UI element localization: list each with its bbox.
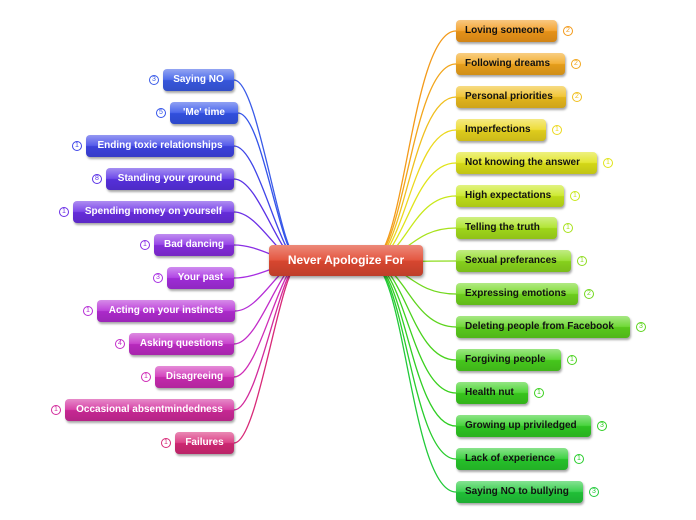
branch-label: High expectations	[465, 190, 552, 201]
branch-node-left-4[interactable]: Standing your ground	[106, 168, 234, 190]
subtopic-count-badge[interactable]: 3	[149, 75, 159, 85]
branch-node-right-12[interactable]: Health nut	[456, 382, 528, 404]
subtopic-count-badge[interactable]: 1	[570, 191, 580, 201]
branch-node-left-11[interactable]: Occasional absentmindedness	[65, 399, 234, 421]
branch-label: Not knowing the answer	[465, 157, 581, 168]
branch-node-left-7[interactable]: Your past	[167, 267, 234, 289]
branch-label: Asking questions	[139, 338, 224, 349]
branch-label: Sexual preferances	[465, 255, 557, 266]
central-topic[interactable]: Never Apologize For	[269, 245, 423, 276]
subtopic-count-badge[interactable]: 2	[572, 92, 582, 102]
branch-node-right-7[interactable]: Telling the truth	[456, 217, 557, 239]
branch-label: Standing your ground	[117, 173, 223, 184]
branch-node-right-14[interactable]: Lack of experience	[456, 448, 568, 470]
subtopic-count-badge[interactable]: 1	[72, 141, 82, 151]
branch-label: Deleting people from Facebook	[465, 321, 614, 332]
branch-label: Personal priorities	[465, 91, 553, 102]
branch-node-right-5[interactable]: Not knowing the answer	[456, 152, 597, 174]
branch-label: Disagreeing	[165, 371, 224, 382]
branch-label: Expressing emotions	[465, 288, 567, 299]
subtopic-count-badge[interactable]: 2	[571, 59, 581, 69]
branch-node-right-3[interactable]: Personal priorities	[456, 86, 566, 108]
subtopic-count-badge[interactable]: 4	[115, 339, 125, 349]
subtopic-count-badge[interactable]: 1	[59, 207, 69, 217]
branch-node-left-10[interactable]: Disagreeing	[155, 366, 234, 388]
branch-label: Saying NO to bullying	[465, 486, 569, 497]
subtopic-count-badge[interactable]: 1	[83, 306, 93, 316]
branch-node-right-1[interactable]: Loving someone	[456, 20, 557, 42]
connector-right-14	[369, 261, 457, 460]
subtopic-count-badge[interactable]: 1	[577, 256, 587, 266]
connector-left-11	[233, 261, 301, 411]
subtopic-count-badge[interactable]: 1	[603, 158, 613, 168]
branch-label: Ending toxic relationships	[97, 140, 223, 151]
branch-label: Loving someone	[465, 25, 545, 36]
subtopic-count-badge[interactable]: 1	[140, 240, 150, 250]
branch-label: Growing up priviledged	[465, 420, 577, 431]
connector-right-13	[369, 261, 457, 427]
connector-right-11	[369, 261, 457, 361]
subtopic-count-badge[interactable]: 1	[574, 454, 584, 464]
branch-label: Following dreams	[465, 58, 551, 69]
branch-label: Bad dancing	[163, 239, 224, 250]
branch-node-left-3[interactable]: Ending toxic relationships	[86, 135, 234, 157]
branch-label: Saying NO	[173, 74, 224, 85]
subtopic-count-badge[interactable]: 1	[141, 372, 151, 382]
subtopic-count-badge[interactable]: 3	[597, 421, 607, 431]
subtopic-count-badge[interactable]: 1	[534, 388, 544, 398]
branch-node-left-6[interactable]: Bad dancing	[154, 234, 234, 256]
subtopic-count-badge[interactable]: 3	[589, 487, 599, 497]
connector-right-3	[369, 96, 457, 263]
subtopic-count-badge[interactable]: 2	[584, 289, 594, 299]
subtopic-count-badge[interactable]: 1	[567, 355, 577, 365]
branch-node-left-8[interactable]: Acting on your instincts	[97, 300, 235, 322]
subtopic-count-badge[interactable]: 1	[552, 125, 562, 135]
branch-node-right-4[interactable]: Imperfections	[456, 119, 546, 141]
branch-node-left-2[interactable]: 'Me' time	[170, 102, 238, 124]
subtopic-count-badge[interactable]: 3	[636, 322, 646, 332]
branch-node-right-8[interactable]: Sexual preferances	[456, 250, 571, 272]
branch-node-right-2[interactable]: Following dreams	[456, 53, 565, 75]
branch-label: Spending money on yourself	[84, 206, 223, 217]
subtopic-count-badge[interactable]: 2	[563, 26, 573, 36]
branch-label: Health nut	[465, 387, 514, 398]
branch-label: Your past	[177, 272, 224, 283]
branch-node-right-15[interactable]: Saying NO to bullying	[456, 481, 583, 503]
branch-node-left-12[interactable]: Failures	[175, 432, 234, 454]
branch-label: Occasional absentmindedness	[76, 404, 223, 415]
branch-label: Lack of experience	[465, 453, 556, 464]
subtopic-count-badge[interactable]: 8	[92, 174, 102, 184]
branch-node-left-5[interactable]: Spending money on yourself	[73, 201, 234, 223]
subtopic-count-badge[interactable]: 5	[156, 108, 166, 118]
branch-label: Imperfections	[465, 124, 531, 135]
branch-label: Acting on your instincts	[108, 305, 224, 316]
branch-label: 'Me' time	[183, 107, 225, 118]
subtopic-count-badge[interactable]: 1	[563, 223, 573, 233]
branch-node-right-11[interactable]: Forgiving people	[456, 349, 561, 371]
connector-left-2	[237, 112, 301, 263]
subtopic-count-badge[interactable]: 1	[161, 438, 171, 448]
branch-label: Failures	[185, 437, 224, 448]
branch-node-left-1[interactable]: Saying NO	[163, 69, 234, 91]
branch-node-right-10[interactable]: Deleting people from Facebook	[456, 316, 630, 338]
branch-label: Forgiving people	[465, 354, 546, 365]
branch-node-right-6[interactable]: High expectations	[456, 185, 564, 207]
subtopic-count-badge[interactable]: 3	[153, 273, 163, 283]
connector-right-2	[369, 63, 457, 263]
branch-node-left-9[interactable]: Asking questions	[129, 333, 234, 355]
branch-node-right-9[interactable]: Expressing emotions	[456, 283, 578, 305]
branch-label: Telling the truth	[465, 222, 540, 233]
subtopic-count-badge[interactable]: 1	[51, 405, 61, 415]
branch-node-right-13[interactable]: Growing up priviledged	[456, 415, 591, 437]
